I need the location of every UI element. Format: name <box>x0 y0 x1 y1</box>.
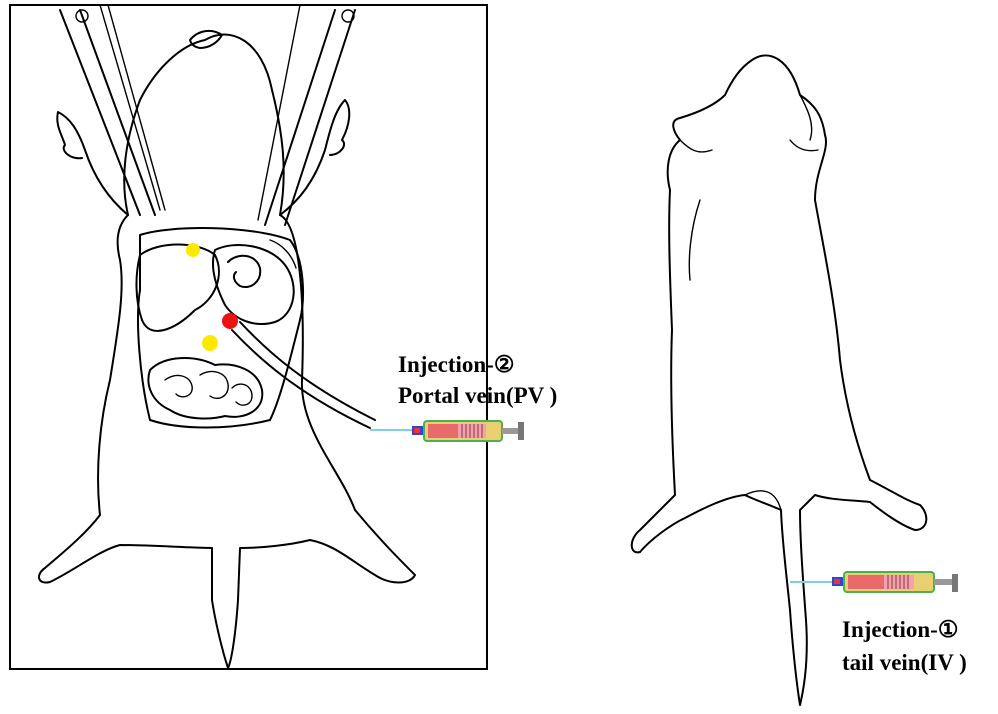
dissected-mouse <box>39 5 415 668</box>
injection-iv-site: tail vein(IV ) <box>842 651 967 674</box>
dissection-panel-frame <box>10 5 487 669</box>
injection-iv-title: Injection-① <box>842 618 958 641</box>
injection-pv-site: Portal vein(PV ) <box>398 384 557 407</box>
marker-yellow-upper <box>186 243 200 257</box>
whole-mouse <box>632 55 927 705</box>
marker-red-portal <box>222 313 238 329</box>
syringe-pv <box>370 421 524 441</box>
syringe-iv <box>790 572 958 592</box>
marker-yellow-lower <box>202 335 218 351</box>
injection-pv-title: Injection-② <box>398 353 514 376</box>
